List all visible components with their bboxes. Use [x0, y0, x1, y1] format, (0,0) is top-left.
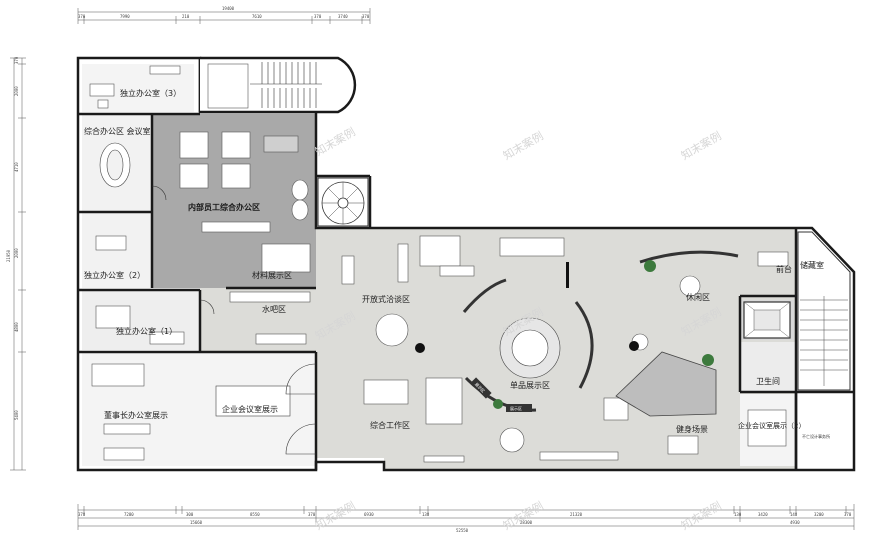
- dark-tags: [470, 377, 532, 412]
- dim-bottom-0: 370: [78, 512, 86, 517]
- dim-top-0: 370: [78, 14, 86, 19]
- room-label-water-bar: 水吧区: [262, 304, 286, 314]
- dim-left-2: 4710: [14, 162, 19, 172]
- top-dimensions: [77, 8, 371, 24]
- dim-left-5: 5400: [14, 410, 19, 420]
- room-label-restroom: 卫生间: [756, 376, 780, 386]
- room-label-private-office-1: 独立办公室（1）: [116, 326, 177, 336]
- elevator: [743, 301, 791, 339]
- room-label-storage: 储藏室: [800, 260, 824, 270]
- stair-core-top: [200, 56, 357, 114]
- room-label-leisure: 休闲区: [686, 292, 710, 302]
- dim-top-4: 370: [314, 14, 322, 19]
- tag-b: 展示区: [510, 405, 522, 411]
- dim-bottom-row2-2: 4930: [790, 520, 800, 525]
- dim-bottom-7: 21320: [570, 512, 583, 517]
- dim-bottom-8: 130: [734, 512, 742, 517]
- room-label-open-negotiation: 开放式洽谈区: [362, 294, 410, 304]
- spiral-stair: [317, 177, 369, 227]
- dim-bottom-3: 8550: [250, 512, 260, 517]
- furniture: [89, 65, 789, 463]
- dim-left-4: 4800: [14, 322, 19, 332]
- room-label-private-office-2: 独立办公室（2）: [84, 270, 145, 280]
- dim-bottom-10: 140: [790, 512, 798, 517]
- room-label-front-desk: 前台: [776, 264, 792, 274]
- right-stair: [797, 231, 851, 391]
- room-label-single-product-display: 单品展示区: [510, 380, 550, 390]
- room-label-corporate-meeting-2: 企业会议室展示（2）: [738, 421, 805, 430]
- dim-bottom-11: 3200: [814, 512, 824, 517]
- dim-top-1: 7990: [120, 14, 130, 19]
- room-label-corporate-meeting: 企业会议室展示: [222, 404, 278, 414]
- room-label-comprehensive-work: 综合工作区: [370, 420, 410, 430]
- dim-left-total: 21950: [6, 249, 11, 262]
- dim-bottom-6: 130: [422, 512, 430, 517]
- dim-bottom-row2-0: 15660: [190, 520, 203, 525]
- bottom-dimensions: [77, 504, 855, 530]
- dim-top-5: 3740: [338, 14, 348, 19]
- floor-fills: [78, 58, 854, 470]
- dim-left-3: 2000: [14, 248, 19, 258]
- dim-left-1: 2000: [14, 86, 19, 96]
- dim-bottom-9: 3420: [758, 512, 768, 517]
- watermark-7: 知末案例: [313, 498, 358, 532]
- dim-bottom-2: 300: [186, 512, 194, 517]
- room-label-private-office-3: 独立办公室（3）: [120, 88, 181, 98]
- room-label-material-display: 材料展示区: [252, 270, 292, 280]
- room-label-chairman-office: 董事长办公室展示: [104, 410, 168, 420]
- room-label-design-studio: 不亡设计事务所: [802, 433, 830, 439]
- watermark-9: 知末案例: [679, 498, 724, 532]
- dim-bottom-row2-1: 28300: [520, 520, 533, 525]
- plants: [493, 260, 714, 409]
- dim-bottom-12: 370: [844, 512, 852, 517]
- room-label-fitness: 健身场景: [676, 424, 708, 434]
- dim-bottom-4: 370: [308, 512, 316, 517]
- columns: [415, 262, 639, 353]
- watermark-8: 知末案例: [501, 498, 546, 532]
- dim-top-3: 7610: [252, 14, 262, 19]
- doors: [151, 185, 317, 455]
- room-label-staff-open-office: 内部员工综合办公区: [188, 202, 260, 212]
- dim-top-2: 210: [182, 14, 190, 19]
- dim-left-0: 370: [14, 56, 19, 64]
- dim-bottom-5: 6930: [364, 512, 374, 517]
- dim-top-6: 370: [362, 14, 370, 19]
- dim-top-total: 19400: [222, 6, 235, 11]
- dim-bottom-1: 7280: [124, 512, 134, 517]
- diamond-platform: [615, 351, 717, 417]
- left-dimensions: [10, 57, 26, 471]
- room-label-general-office: 综合办公区 会议室: [84, 126, 151, 136]
- dim-bottom-total: 52550: [456, 528, 469, 533]
